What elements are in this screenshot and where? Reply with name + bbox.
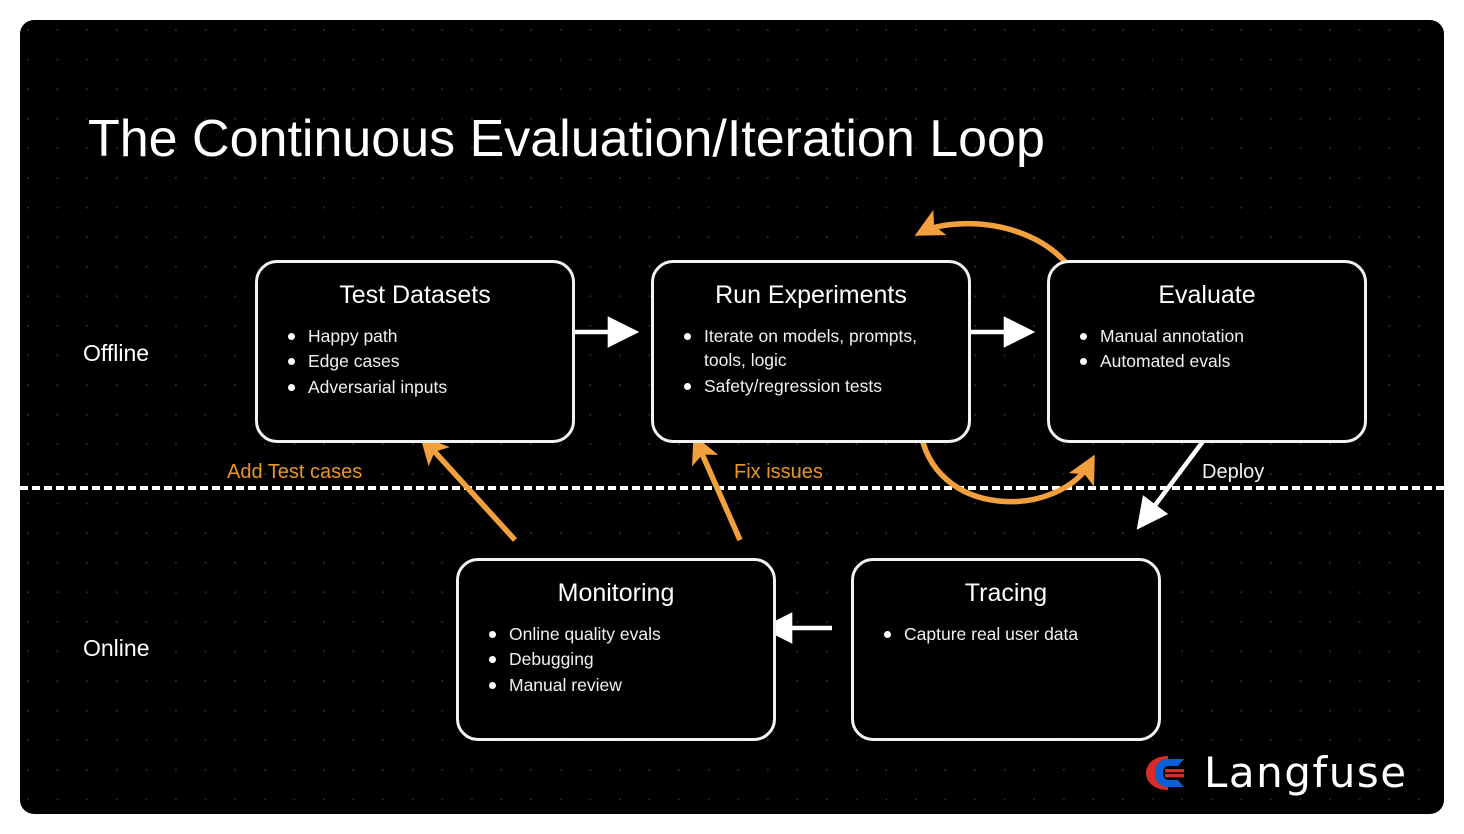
node-evaluate[interactable]: Evaluate Manual annotation Automated eva… xyxy=(1047,260,1367,443)
node-monitoring[interactable]: Monitoring Online quality evals Debuggin… xyxy=(456,558,776,741)
node-bullet-list: Manual annotation Automated evals xyxy=(1050,324,1364,375)
node-bullet-list: Capture real user data xyxy=(854,622,1158,647)
edge-label-fix-issues: Fix issues xyxy=(734,461,823,483)
list-item: Automated evals xyxy=(1080,349,1354,374)
diagram-canvas: The Continuous Evaluation/Iteration Loop… xyxy=(20,20,1444,814)
arrow-monitoring-to-experiments xyxy=(691,434,743,542)
list-item: Edge cases xyxy=(288,349,562,374)
lane-label-online: Online xyxy=(83,635,150,661)
edge-label-add-test-cases: Add Test cases xyxy=(227,461,363,483)
node-bullet-list: Happy path Edge cases Adversarial inputs xyxy=(258,324,572,401)
list-item: Iterate on models, prompts, tools, logic xyxy=(684,324,958,374)
list-item: Safety/regression tests xyxy=(684,374,958,399)
list-item: Manual review xyxy=(489,673,763,698)
list-item: Adversarial inputs xyxy=(288,375,562,400)
list-item: Debugging xyxy=(489,647,763,672)
node-test-datasets[interactable]: Test Datasets Happy path Edge cases Adve… xyxy=(255,260,575,443)
node-title: Tracing xyxy=(964,579,1048,607)
node-run-experiments[interactable]: Run Experiments Iterate on models, promp… xyxy=(651,260,971,443)
node-title: Monitoring xyxy=(557,579,675,607)
langfuse-logo-icon xyxy=(1146,755,1184,790)
langfuse-logo-text: Langfuse xyxy=(1204,748,1408,797)
edge-label-deploy: Deploy xyxy=(1202,461,1265,483)
page-title: The Continuous Evaluation/Iteration Loop xyxy=(88,110,1045,168)
node-bullet-list: Online quality evals Debugging Manual re… xyxy=(459,622,773,699)
node-title: Run Experiments xyxy=(715,281,907,309)
list-item: Online quality evals xyxy=(489,622,763,647)
node-tracing[interactable]: Tracing Capture real user data xyxy=(851,558,1161,741)
arrow-monitoring-to-datasets xyxy=(419,435,518,542)
lane-label-offline: Offline xyxy=(83,340,150,366)
list-item: Capture real user data xyxy=(884,622,1148,647)
offline-online-divider xyxy=(20,486,1444,490)
list-item: Happy path xyxy=(288,324,562,349)
node-bullet-list: Iterate on models, prompts, tools, logic… xyxy=(654,324,968,400)
list-item: Manual annotation xyxy=(1080,324,1354,349)
langfuse-logo: Langfuse xyxy=(1138,748,1408,797)
node-title: Test Datasets xyxy=(339,281,491,309)
node-title: Evaluate xyxy=(1158,281,1256,309)
